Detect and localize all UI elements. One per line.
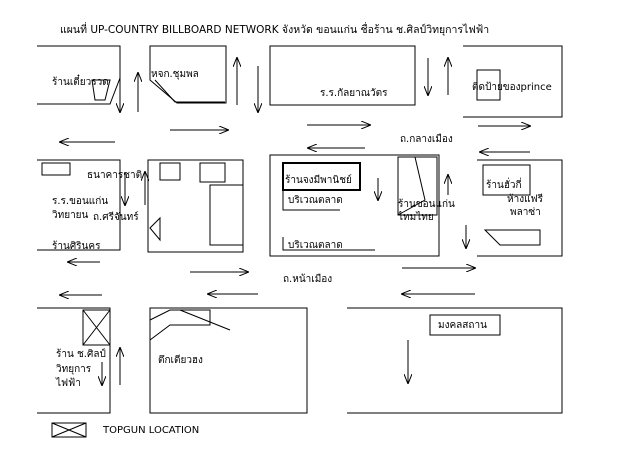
place-hua-ki: ร้านฮั่วกี่ (486, 180, 522, 191)
road-klang-mueang: ถ.กลางเมือง (400, 134, 453, 145)
place-tuk-tiao-hong: ตึกเตียวฮง (158, 355, 203, 366)
place-hjk-chumphon: หจก.ชุมพล (151, 69, 199, 80)
place-market: บริเวณตลาด (288, 195, 343, 206)
block-top-center (269, 45, 416, 106)
place-kaofa-2: พลาซ่า (510, 207, 541, 218)
road-na-mueang: ถ.หน้าเมือง (283, 274, 333, 285)
place-sinlap: ร้าน ช.ศิลป์ (56, 349, 106, 360)
place-chong-mi: ร้านจงมีพานิชย์ (285, 175, 352, 186)
place-thanakhan-chat: ธนาคารชาติ (87, 170, 143, 181)
map-title: แผนที่ UP-COUNTRY BILLBOARD NETWORK จังห… (60, 24, 490, 36)
place-khonkaen-thai-2: ไทมไทย (398, 212, 434, 223)
place-sirinakorn: ร้านศิรินคร (52, 241, 101, 252)
road-si-chan: ถ.ศรีจันทร์ (93, 212, 139, 223)
block-mid-right (477, 159, 563, 257)
place-khonkaen-thai: ร้านขอนแก่น (398, 199, 455, 210)
crossed-box-icon (51, 422, 87, 438)
block-bottom-right (347, 307, 563, 414)
block-mid-center (269, 154, 440, 257)
block-mid-center-left (147, 159, 244, 253)
place-sinlap-2: วิทยุการ (56, 364, 92, 375)
block-bottom-center (149, 307, 308, 414)
block-bottom-left (37, 307, 111, 414)
legend-label: TOPGUN LOCATION (103, 425, 200, 436)
place-market-2: บริเวณตลาด (288, 240, 343, 251)
block-top-center-left (149, 45, 227, 104)
block-top-left (37, 45, 121, 105)
place-prince: ติดป้ายของprince (472, 82, 552, 93)
place-mongkhon: มงคลสถาน (438, 320, 487, 331)
place-kanlaya: ร.ร.กัลยาณวัตร (320, 88, 388, 99)
place-rr-khonkaen: ร.ร.ขอนแก่น (52, 196, 109, 207)
block-mid-left (37, 159, 121, 251)
place-rr-khonkaen-2: วิทยายน (52, 210, 89, 221)
place-kaofa: ห้างแฟรี (507, 194, 543, 205)
place-sinlap-3: ไฟฟ้า (56, 378, 81, 389)
place-tiao-ruad: ร้านเตี๋ยวรวด (52, 77, 109, 88)
block-top-right (463, 45, 563, 118)
